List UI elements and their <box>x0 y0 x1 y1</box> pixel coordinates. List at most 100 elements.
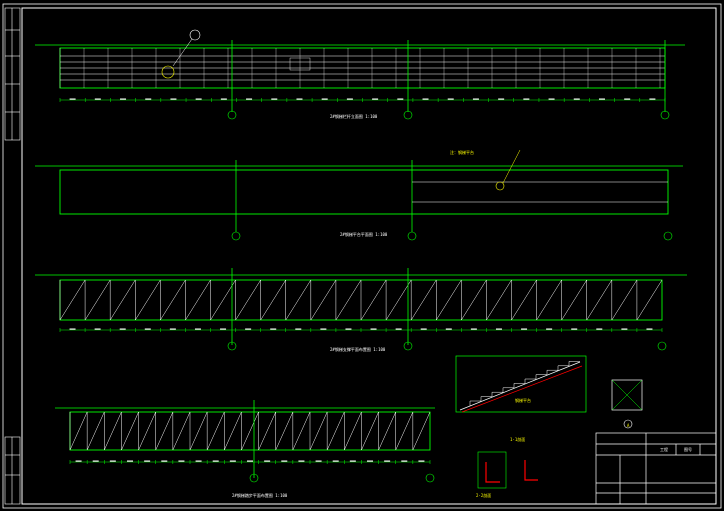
dim-row-3-text-mark <box>169 328 176 330</box>
dim-row-4-text-mark <box>349 460 356 462</box>
detail-marker-a: A <box>627 423 630 428</box>
tread-diagonal <box>412 411 431 451</box>
connection-detail-frame <box>477 451 507 489</box>
binding-strip-top <box>4 7 21 141</box>
caption-view-2-text: 2#钢梯平台平面图 <box>340 232 373 237</box>
caption-view-2: 2#钢梯平台平面图 1:100 <box>340 232 387 237</box>
tread-diagonal <box>121 411 139 451</box>
dim-row-4-text-mark <box>229 460 236 462</box>
caption-view-2-scale: 1:100 <box>375 232 388 237</box>
dim-row-3-text-mark <box>420 328 427 330</box>
caption-view-1: 2#钢梯栏杆立面图 1:100 <box>330 114 377 119</box>
stair-step <box>469 400 481 406</box>
dim-row-1-text-mark <box>195 98 202 100</box>
leader-line <box>172 38 193 67</box>
bracing-diagonal <box>185 279 211 321</box>
bracing-diagonal <box>536 279 562 321</box>
elevation-view-1 <box>35 29 685 120</box>
dim-row-3-text-mark <box>596 328 603 330</box>
tread-diagonal <box>138 411 156 451</box>
bracing-diagonal <box>210 279 236 321</box>
dim-row-4-text-mark <box>127 460 133 462</box>
dim-row-4-text-mark <box>92 460 99 462</box>
dim-row-4-text-mark <box>247 460 253 462</box>
bracing-diagonal <box>285 279 312 321</box>
tread-diagonal <box>326 411 345 451</box>
axis-bubble <box>663 231 673 241</box>
dim-row-3-text-mark <box>621 328 628 330</box>
axis-bubble <box>227 110 237 120</box>
dim-row-3-text-mark <box>270 328 277 330</box>
caption-view-1-scale: 1:100 <box>365 114 378 119</box>
caption-view-3-text: 2#钢梯支撑平面布置图 <box>330 347 371 352</box>
title-cell-drawing-no: 图号 <box>684 447 692 452</box>
dim-row-4-text-mark <box>178 460 185 462</box>
dim-row-3-text-mark <box>395 328 402 330</box>
dim-row-3-text-mark <box>646 328 653 330</box>
tread-diagonal <box>241 411 259 451</box>
section-a-bubble <box>623 419 633 429</box>
dim-row-1-text-mark <box>548 98 555 100</box>
bracing-plan-view-3 <box>35 268 687 351</box>
dim-row-3-text-mark <box>119 328 126 330</box>
axis-bubble <box>657 341 667 351</box>
tread-diagonal <box>275 411 294 451</box>
tread-diagonal <box>258 411 276 451</box>
dim-row-1-text-mark <box>447 98 454 100</box>
dim-row-1-text-mark <box>94 98 101 100</box>
dim-row-1-text-mark <box>372 98 379 100</box>
dim-row-3-text-mark <box>521 328 528 330</box>
dim-row-1-text-mark <box>170 98 177 100</box>
bracing-diagonal <box>385 279 412 321</box>
dim-row-4-text-mark <box>144 460 151 462</box>
bracing-diagonal <box>310 279 337 321</box>
dim-row-1-text-mark <box>649 98 656 100</box>
bracing-diagonal <box>59 279 86 321</box>
bracing-diagonal <box>135 279 161 321</box>
section-a-diagonal <box>611 379 643 411</box>
dim-row-1-text-mark <box>69 98 76 100</box>
dim-row-4-text-mark <box>161 460 168 462</box>
axis-bubble <box>403 110 413 120</box>
dim-row-3-text-mark <box>94 328 101 330</box>
detail-callout <box>495 181 505 191</box>
stair-step <box>502 387 514 393</box>
caption-view-1-text: 2#钢梯栏杆立面图 <box>330 114 363 119</box>
note-2: 钢梯平台 <box>515 398 531 403</box>
dim-row-3-text-mark <box>194 328 201 330</box>
bracing-diagonal <box>511 279 537 321</box>
dim-row-4-text-mark <box>109 460 116 462</box>
title-cell-project: 工程 <box>660 447 668 452</box>
tread-diagonal <box>172 411 191 451</box>
dim-row-3-text-mark <box>546 328 553 330</box>
bracing-diagonal <box>160 279 186 321</box>
bracing-diagonal <box>561 279 587 321</box>
dim-row-3-text-mark <box>295 328 302 330</box>
dim-row-1-text-mark <box>523 98 530 100</box>
plan-view-2 <box>35 149 683 241</box>
bracing-diagonal <box>260 279 286 321</box>
caption-view-4: 2#钢梯踏步平面布置图 1:100 <box>232 493 287 498</box>
dim-row-4-text-mark <box>264 460 271 462</box>
dim-row-1-text-mark <box>573 98 580 100</box>
caption-view-3: 2#钢梯支撑平面布置图 1:100 <box>330 347 385 352</box>
dim-row-4-text-mark <box>332 460 339 462</box>
bracing-diagonal <box>486 279 512 321</box>
axis-bubble <box>249 473 259 483</box>
bracing-diagonal <box>410 279 437 321</box>
tread-diagonal <box>189 411 208 451</box>
dim-row-4-text-mark <box>195 460 202 462</box>
bracing-diagonal <box>461 279 487 321</box>
axis-bubble <box>227 341 237 351</box>
dim-row-3-text-mark <box>370 328 377 330</box>
section-label-1: 1-1剖面 <box>510 437 526 442</box>
axis-bubble <box>231 231 241 241</box>
stair-step <box>568 361 580 367</box>
stair-hatch <box>289 57 311 71</box>
bracing-diagonal <box>109 279 136 321</box>
dim-row-3-text-mark <box>69 328 76 330</box>
dim-row-4-text-mark <box>315 460 322 462</box>
dim-row-3-text-mark <box>220 328 227 330</box>
tread-diagonal <box>292 411 311 451</box>
